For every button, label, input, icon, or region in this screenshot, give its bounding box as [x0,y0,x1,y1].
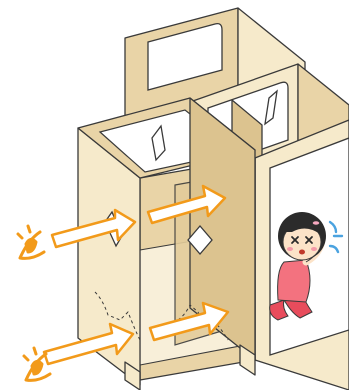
peeping-eye-icon [18,226,44,258]
peeping-eye-icon [24,348,50,380]
